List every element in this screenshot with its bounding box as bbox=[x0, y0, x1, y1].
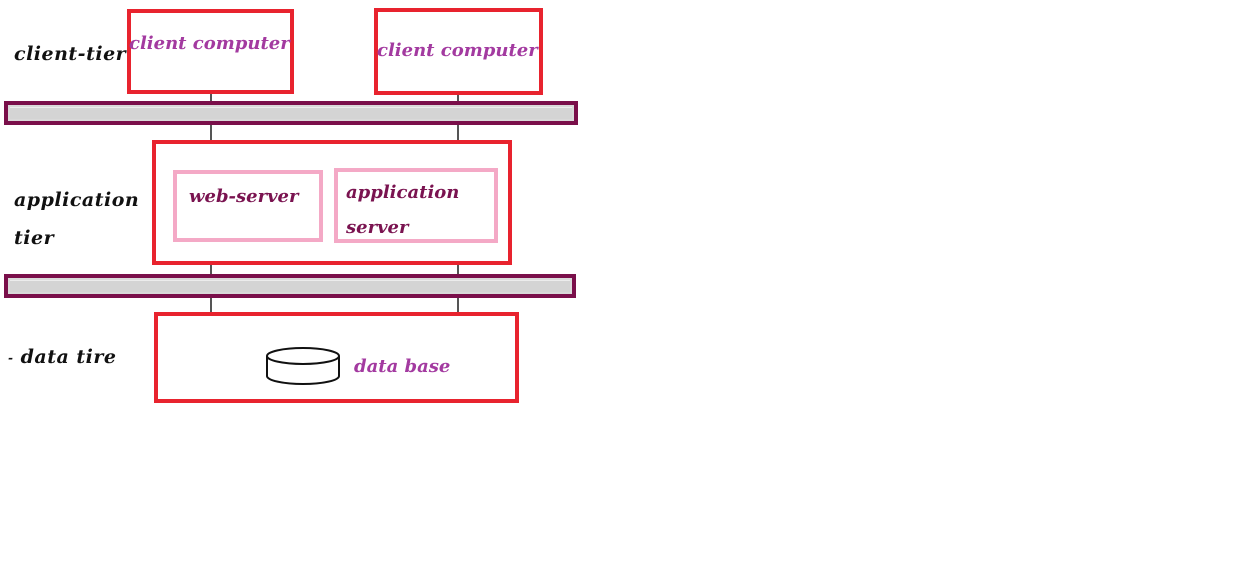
network-bus-upper bbox=[4, 101, 578, 125]
web-server-label: web-server bbox=[189, 186, 299, 207]
network-bus-lower bbox=[4, 274, 576, 298]
client-tier-label: client-tier bbox=[14, 43, 127, 65]
client-computer-box-2: client computer bbox=[374, 8, 543, 95]
data-tier-label: - data tire bbox=[8, 338, 117, 377]
application-server-label-line2: server bbox=[346, 217, 409, 238]
data-tier-label-text: data tire bbox=[20, 346, 117, 368]
application-tier-label-line2: tier bbox=[14, 227, 55, 249]
database-cylinder-icon bbox=[266, 347, 340, 385]
database-label: data base bbox=[354, 356, 451, 377]
client-computer-label: client computer bbox=[129, 33, 290, 54]
client-computer-box-1: client computer bbox=[127, 9, 294, 94]
application-server-label-line1: application bbox=[346, 182, 460, 203]
tier-bullet-mark: - bbox=[8, 351, 14, 365]
application-tier-label: application tier bbox=[14, 181, 139, 257]
application-tier-box: web-server application server bbox=[152, 140, 512, 265]
data-tier-box: data base bbox=[154, 312, 519, 403]
application-tier-label-line1: application bbox=[14, 189, 140, 211]
application-server-box: application server bbox=[334, 168, 498, 243]
client-computer-label: client computer bbox=[377, 40, 538, 61]
web-server-box: web-server bbox=[173, 170, 323, 242]
application-server-label: application server bbox=[346, 174, 459, 246]
